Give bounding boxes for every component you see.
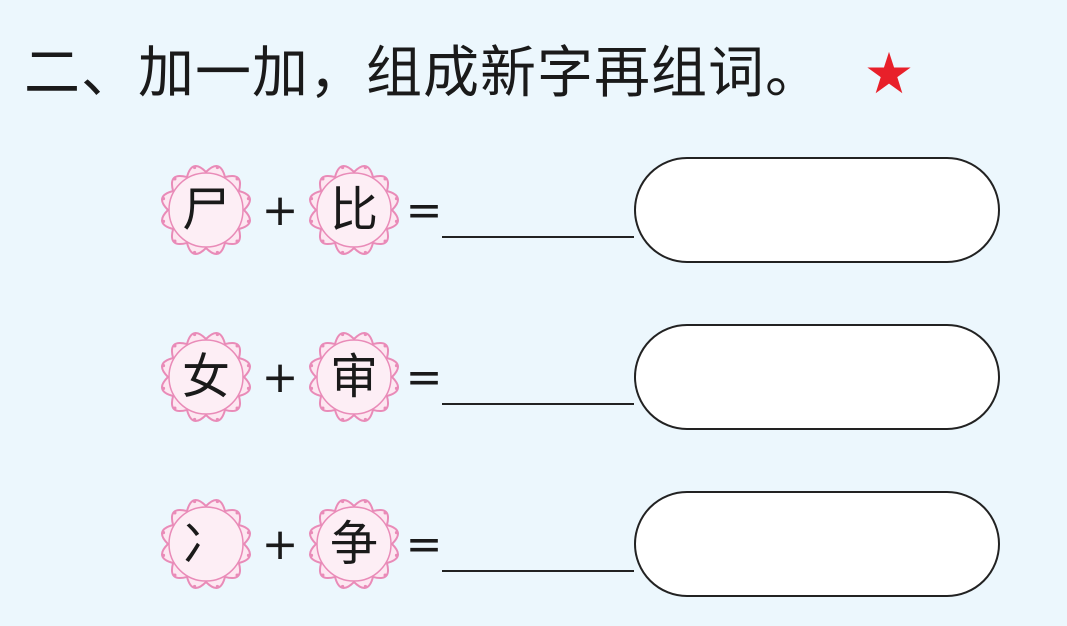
word-answer-box[interactable] [634, 491, 1000, 597]
exercise-row-3: 冫 + 争 = [0, 489, 1067, 601]
right-character: 审 [329, 349, 378, 405]
flower-frame-icon [161, 332, 251, 422]
right-character-tile: 比 [302, 158, 406, 262]
left-character-tile: 女 [154, 325, 258, 429]
equals-sign: = [405, 185, 443, 236]
left-character: 尸 [181, 182, 230, 238]
exercise-row-2: 女 + 审 = [0, 322, 1067, 434]
word-answer-box[interactable] [634, 324, 1000, 430]
new-character-blank[interactable] [442, 236, 634, 238]
flower-frame-icon [309, 499, 399, 589]
right-character-tile: 审 [302, 325, 406, 429]
new-character-blank[interactable] [442, 403, 634, 405]
word-answer-box[interactable] [634, 157, 1000, 263]
exercise-title: 二、加一加，组成新字再组词。 [24, 41, 822, 106]
plus-sign: + [261, 185, 299, 236]
right-character: 争 [329, 516, 378, 572]
equals-sign: = [405, 352, 443, 403]
plus-sign: + [261, 519, 299, 570]
flower-frame-icon [309, 332, 399, 422]
flower-frame-icon [161, 165, 251, 255]
flower-frame-icon [161, 499, 251, 589]
right-character-tile: 争 [302, 492, 406, 596]
left-character: 女 [181, 349, 230, 405]
equals-sign: = [405, 519, 443, 570]
plus-sign: + [261, 352, 299, 403]
new-character-blank[interactable] [442, 570, 634, 572]
exercise-row-1: 尸 + 比 = [0, 155, 1067, 267]
star-icon [867, 51, 911, 94]
left-character: 冫 [181, 516, 230, 572]
right-character: 比 [329, 182, 378, 238]
flower-frame-icon [309, 165, 399, 255]
left-character-tile: 尸 [154, 158, 258, 262]
left-character-tile: 冫 [154, 492, 258, 596]
